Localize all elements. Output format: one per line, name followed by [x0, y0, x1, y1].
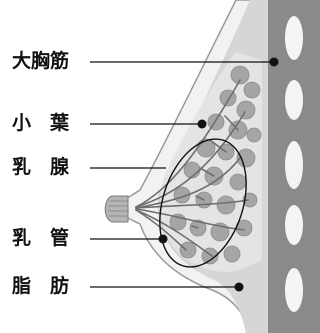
lobule	[229, 173, 247, 191]
label-pectoralis: 大胸筋	[12, 50, 70, 72]
duct	[135, 208, 245, 231]
rib-shape	[285, 205, 303, 245]
rib-shape	[285, 268, 303, 312]
leader-dot-duct	[158, 234, 168, 244]
label-fat: 脂 肪	[12, 275, 70, 297]
lobule	[223, 245, 241, 263]
rib-shape	[285, 141, 303, 189]
rib-shape	[285, 16, 303, 60]
gland-tissue	[160, 52, 262, 272]
lobule	[183, 161, 201, 179]
label-lobule: 小 葉	[12, 112, 70, 134]
label-mammary-gland: 乳 腺	[12, 156, 70, 178]
leader-dots	[158, 57, 279, 292]
lobule	[236, 148, 256, 168]
duct	[209, 139, 227, 153]
duct	[135, 111, 246, 208]
lobule	[243, 81, 261, 99]
lobule	[246, 127, 262, 143]
label-lactiferous-duct: 乳 管	[12, 227, 70, 249]
lobule	[236, 100, 256, 120]
duct	[135, 157, 241, 209]
lobule	[179, 241, 197, 259]
lobule-clusters	[169, 65, 262, 265]
leader-dot-lobule	[197, 119, 207, 129]
lobule	[216, 195, 236, 215]
duct	[199, 167, 215, 177]
duct	[135, 209, 213, 257]
duct	[135, 209, 187, 251]
leader-dot-fat	[234, 282, 244, 292]
mammary-gland-outline	[159, 138, 247, 268]
duct	[195, 195, 205, 201]
lobule	[230, 65, 250, 85]
duct	[135, 79, 241, 208]
leader-dot-pectoralis	[269, 57, 279, 67]
lactiferous-ducts	[135, 79, 249, 257]
duct	[224, 115, 239, 131]
duct	[191, 225, 199, 229]
duct	[135, 199, 249, 209]
leader-lines	[90, 61, 273, 288]
nipple	[104, 195, 129, 223]
rib-shape	[285, 80, 303, 120]
